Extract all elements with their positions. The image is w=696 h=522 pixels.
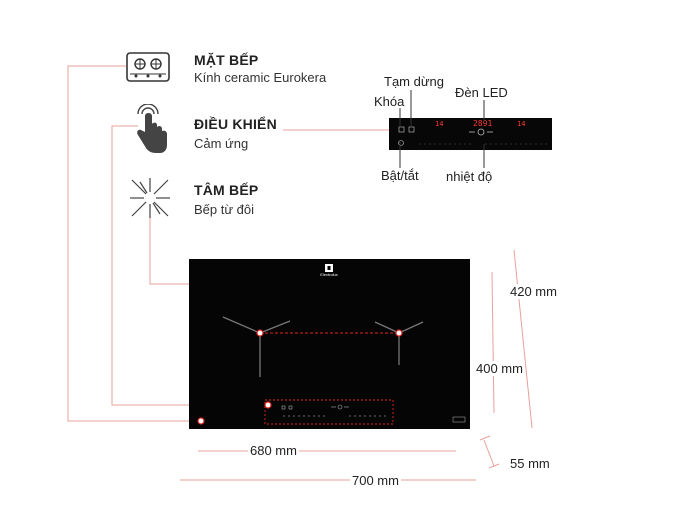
electrolux-logo-icon (325, 264, 333, 272)
feature-title-zone: TÂM BẾP (194, 182, 259, 198)
control-panel-graphics (398, 126, 549, 146)
callout-power: Bật/tắt (381, 168, 419, 183)
feature-desc-cooktop: Kính ceramic Eurokera (194, 70, 327, 85)
brand-name: Electrolux (320, 272, 338, 277)
dim-label-420: 420 mm (508, 284, 559, 299)
panel-display-left: 14 (435, 120, 444, 128)
touch-hand-icon (132, 103, 170, 161)
leader-cooktop (67, 65, 200, 422)
control-panel-closeup: 14 2891 14 (389, 118, 552, 150)
callout-lock: Khóa (374, 94, 405, 109)
dim-line-55 (483, 439, 495, 467)
panel-display-right: 14 (517, 120, 526, 128)
dim-tick-55a (479, 435, 491, 441)
dim-line-420 (513, 249, 533, 429)
dim-tick-55b (488, 463, 500, 469)
gas-hob-icon (126, 52, 170, 87)
feature-title-cooktop: MẶT BẾP (194, 52, 259, 68)
cooktop-graphics (197, 264, 466, 425)
callout-led: Đèn LED (455, 85, 508, 100)
dim-label-400: 400 mm (474, 361, 525, 376)
induction-burst-icon (130, 178, 170, 223)
callout-pause: Tạm dừng (384, 74, 445, 89)
feature-title-control: ĐIỀU KHIỂN (194, 116, 277, 132)
feature-desc-control: Cảm ứng (194, 136, 249, 151)
dim-label-700: 700 mm (350, 473, 401, 488)
feature-desc-zone: Bếp từ đôi (194, 202, 255, 217)
cooktop-glass: Electrolux (189, 259, 470, 429)
dim-label-680: 680 mm (248, 443, 299, 458)
panel-display-center: 2891 (473, 119, 493, 128)
callout-temperature: nhiệt độ (446, 169, 493, 184)
dim-label-55: 55 mm (508, 456, 552, 471)
dim-line-400 (491, 271, 495, 414)
